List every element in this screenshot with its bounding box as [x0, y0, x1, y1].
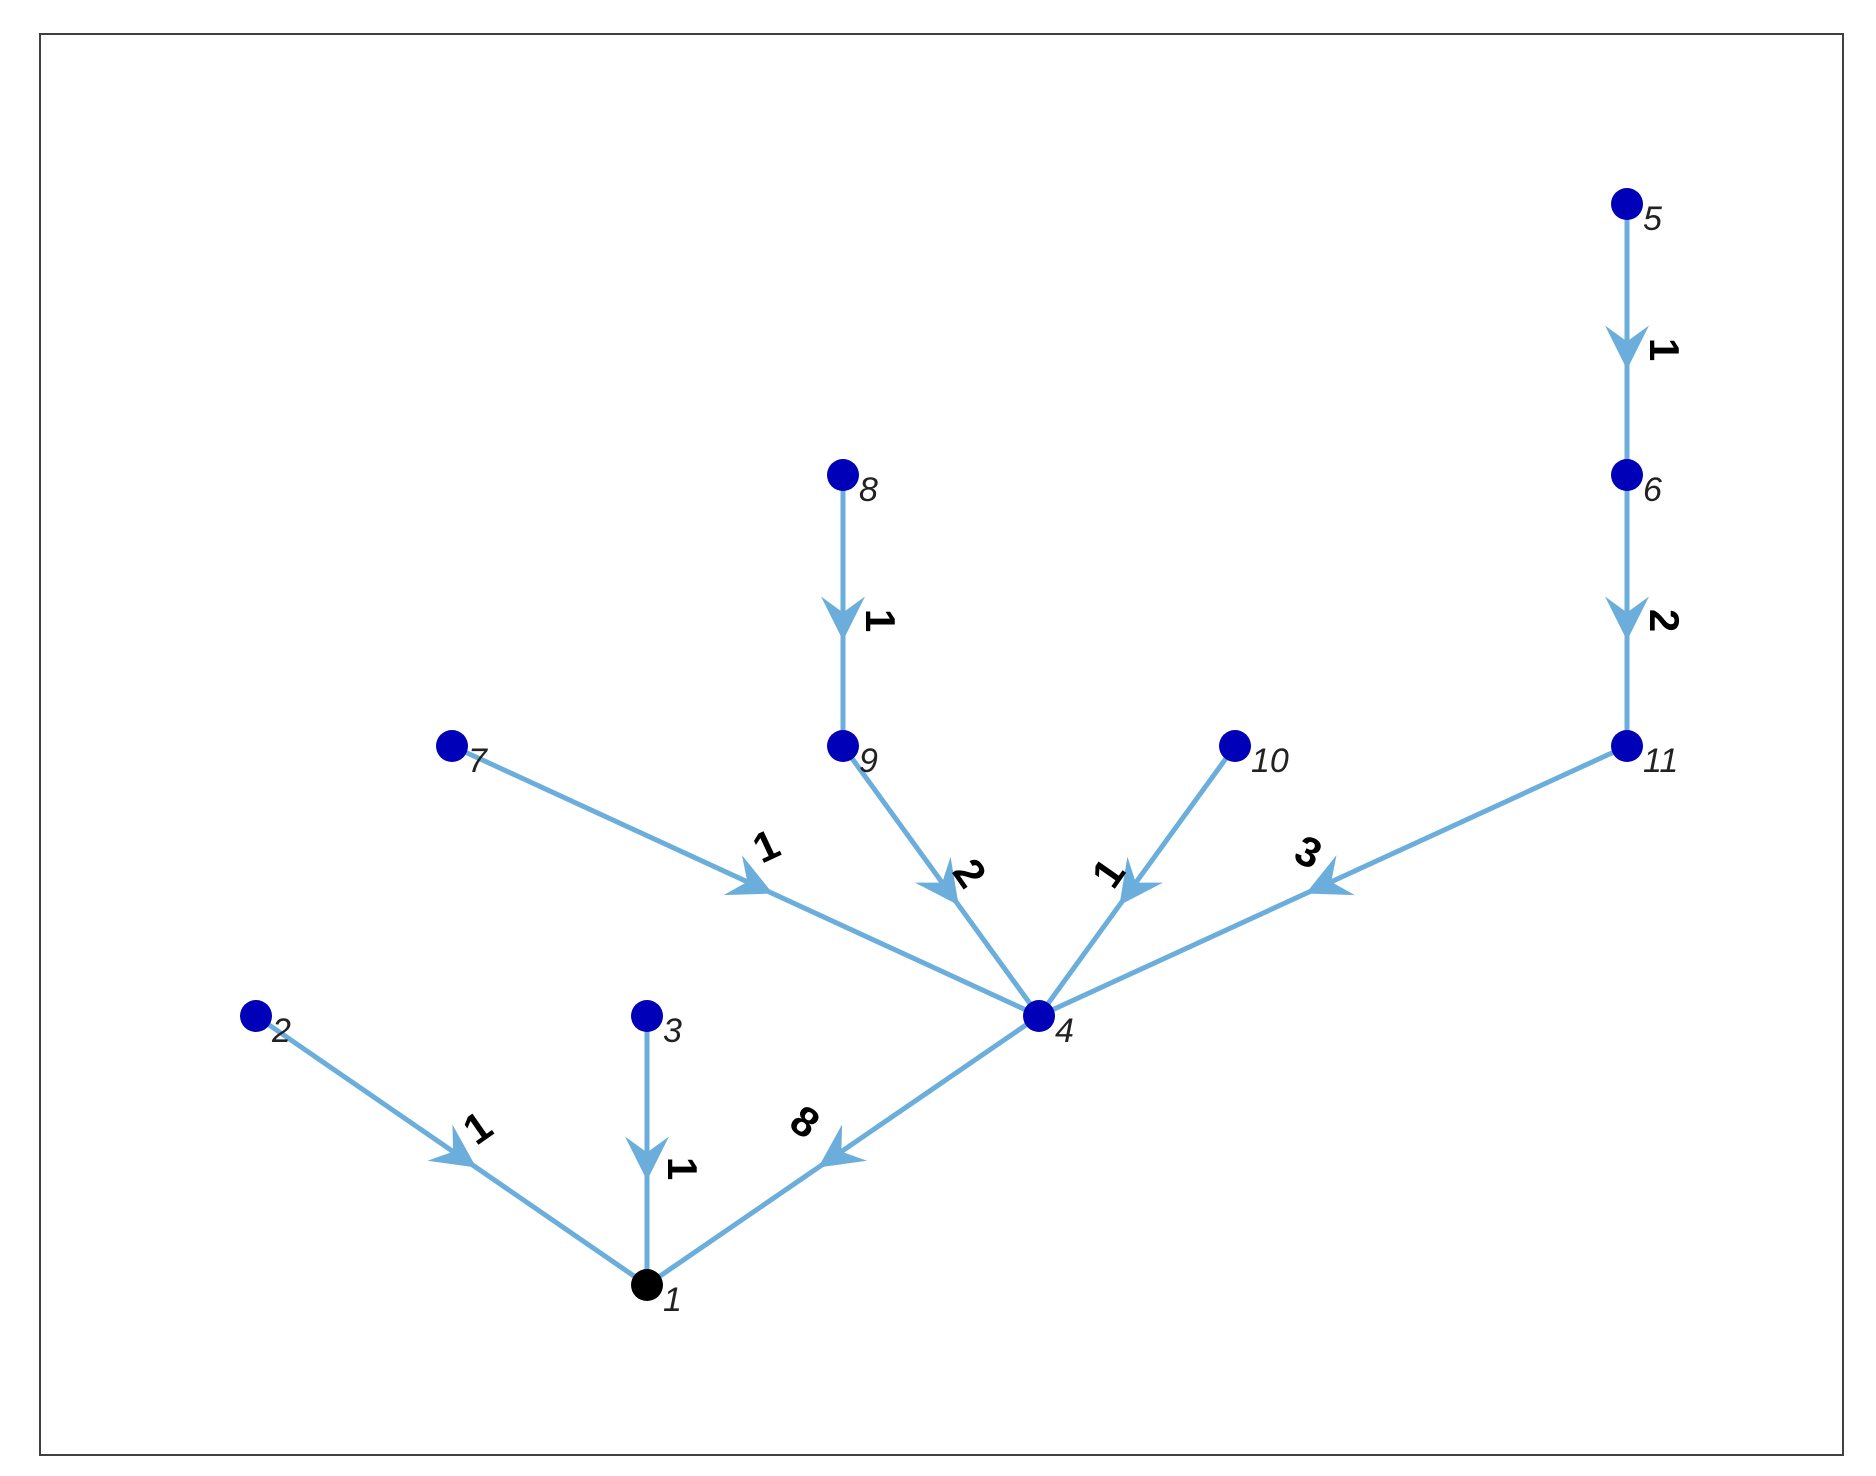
- node-marker: [1611, 188, 1643, 220]
- node-marker: [1611, 459, 1643, 491]
- edge-weight-label: 1: [746, 820, 787, 872]
- node-label: 6: [1643, 471, 1662, 509]
- edge-5-6: 1: [1605, 204, 1688, 475]
- edge-arrowhead-icon: [1305, 855, 1355, 896]
- edge-arrowhead-icon: [1605, 325, 1649, 370]
- edge-weight-label: 1: [1641, 338, 1688, 361]
- node-6: 6: [1611, 459, 1662, 509]
- node-marker: [1023, 1000, 1055, 1032]
- node-2: 2: [240, 1000, 291, 1050]
- node-label: 3: [663, 1012, 682, 1050]
- node-label: 4: [1055, 1012, 1074, 1050]
- edge-6-11: 2: [1605, 475, 1688, 746]
- node-marker: [436, 730, 468, 762]
- edge-weight-label: 3: [1288, 826, 1329, 878]
- edge-weight-label: 8: [782, 1096, 828, 1148]
- node-7: 7: [436, 730, 488, 780]
- edge-arrowhead-icon: [914, 856, 959, 906]
- edge-weight-label: 1: [857, 609, 904, 632]
- node-marker: [240, 1000, 272, 1032]
- edge-arrowhead-icon: [1605, 596, 1649, 641]
- edge-line: [645, 1013, 1041, 1288]
- edge-8-9: 1: [821, 475, 904, 746]
- edge-line: [840, 744, 1042, 1018]
- edge-arrowhead-icon: [427, 1124, 477, 1168]
- edge-arrowhead-icon: [723, 855, 773, 896]
- edge-weight-label: 2: [1641, 609, 1688, 632]
- node-label: 2: [271, 1012, 291, 1050]
- edge-10-4: 1: [1036, 744, 1238, 1018]
- root-node-marker: [631, 1269, 663, 1301]
- node-label: 9: [859, 742, 878, 780]
- node-5: 5: [1611, 188, 1662, 238]
- edge-arrowhead-icon: [625, 1136, 669, 1181]
- edge-arrowhead-icon: [821, 596, 865, 641]
- edge-line: [1036, 744, 1238, 1018]
- node-11: 11: [1611, 730, 1678, 780]
- node-label: 7: [468, 742, 488, 780]
- node-label: 1: [663, 1281, 682, 1319]
- node-marker: [1611, 730, 1643, 762]
- node-marker: [827, 730, 859, 762]
- node-4: 4: [1023, 1000, 1074, 1050]
- node-8: 8: [827, 459, 878, 509]
- node-label: 10: [1251, 742, 1289, 780]
- node-marker: [827, 459, 859, 491]
- plot-frame: [39, 33, 1844, 1456]
- edge-2-1: 1: [254, 1013, 649, 1288]
- node-9: 9: [827, 730, 878, 780]
- node-1: 1: [631, 1269, 682, 1319]
- edge-line: [1037, 743, 1629, 1019]
- node-label: 11: [1643, 742, 1678, 780]
- edge-3-1: 1: [625, 1016, 706, 1285]
- node-label: 5: [1643, 200, 1662, 238]
- edge-arrowhead-icon: [818, 1124, 867, 1168]
- node-3: 3: [631, 1000, 682, 1050]
- edge-line: [450, 743, 1041, 1019]
- node-10: 10: [1219, 730, 1289, 780]
- edge-4-1: 8: [645, 1013, 1041, 1288]
- edge-line: [254, 1013, 649, 1288]
- node-marker: [631, 1000, 663, 1032]
- node-label: 8: [859, 471, 878, 509]
- node-marker: [1219, 730, 1251, 762]
- edge-arrowhead-icon: [1119, 856, 1164, 906]
- edge-weight-label: 1: [659, 1157, 706, 1180]
- edge-9-4: 2: [840, 744, 1042, 1018]
